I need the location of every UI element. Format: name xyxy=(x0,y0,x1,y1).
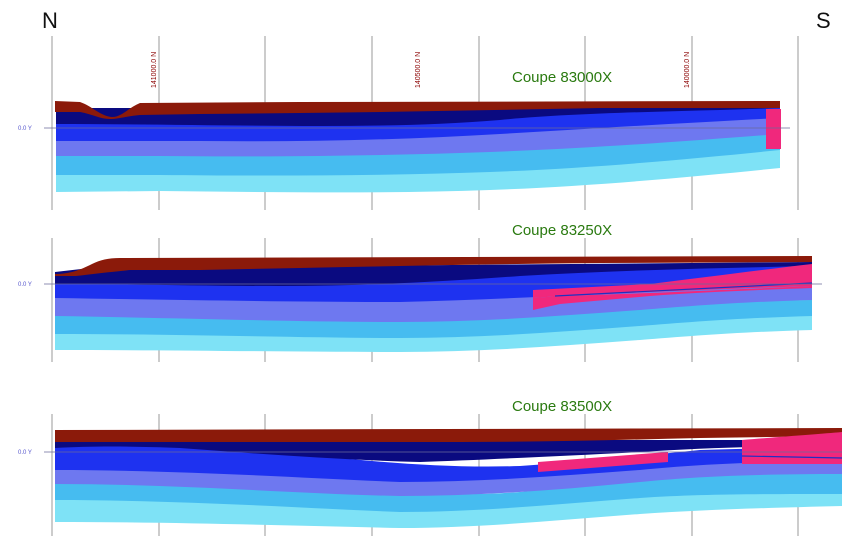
section-83500x: Coupe 83500X 0.0 Y xyxy=(18,398,843,528)
layer-surface xyxy=(55,101,780,119)
northing-label-3: 140000.0 N xyxy=(684,52,691,88)
section-title: Coupe 83250X xyxy=(512,222,612,239)
level-label: 0.0 Y xyxy=(18,126,32,132)
level-label: 0.0 Y xyxy=(18,282,32,288)
north-label: N xyxy=(42,8,58,33)
section-title: Coupe 83000X xyxy=(512,69,612,86)
level-label: 0.0 Y xyxy=(18,450,32,456)
layer-surface xyxy=(55,428,842,442)
contact-line xyxy=(554,282,813,297)
pink-lens-lower xyxy=(533,286,812,310)
pink-lens xyxy=(538,452,668,472)
pink-lens xyxy=(533,264,812,298)
northing-label-2: 140500.0 N xyxy=(415,52,422,88)
layer-navy xyxy=(55,440,842,462)
section-83000x: Coupe 83000X 0.0 Y xyxy=(18,69,790,193)
south-label: S xyxy=(816,8,831,33)
northing-labels: 141000.0 N 140500.0 N 140000.0 N xyxy=(151,52,691,88)
pink-lens xyxy=(766,109,781,149)
layer-surface xyxy=(55,256,812,276)
section-title: Coupe 83500X xyxy=(512,398,612,415)
contact-line xyxy=(741,455,843,459)
section-83250x: Coupe 83250X 0.0 Y xyxy=(18,222,822,352)
northing-label-1: 141000.0 N xyxy=(151,52,158,88)
layer-blue xyxy=(55,445,842,482)
